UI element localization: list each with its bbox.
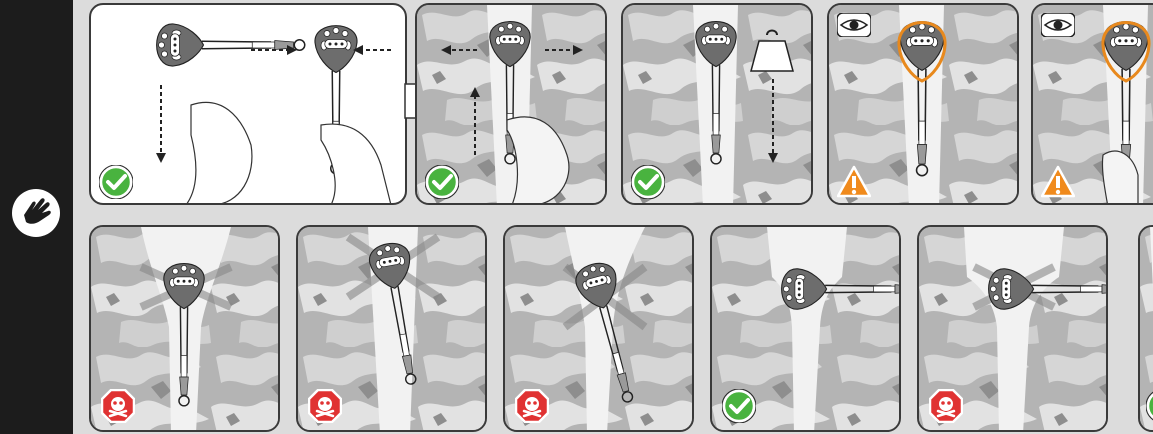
arrow-left-icon [353,45,391,55]
panel-4 [827,3,1019,205]
sidebar [0,0,73,434]
hand-icon [12,189,60,237]
panel-11 [1138,225,1153,432]
eye-icon [1041,13,1075,37]
check-icon [99,165,133,199]
device-retracted [157,24,305,66]
danger-icon [929,389,963,423]
row-incorrect-placement [73,215,1153,434]
panel-5 [1031,3,1153,205]
panel-6 [89,225,280,432]
panel-10 [917,225,1108,432]
panel-3 [621,3,813,205]
hand-icon [186,102,252,205]
warning-icon [1041,165,1075,199]
panel-9 [710,225,901,432]
warning-icon [837,165,871,199]
danger-icon [308,389,342,423]
arrow-down-icon [156,85,166,163]
eye-icon [837,13,871,37]
danger-icon [101,389,135,423]
row-correct-placement [73,0,1153,215]
check-icon [425,165,459,199]
panel-2 [415,3,607,205]
check-icon [631,165,665,199]
panel-1 [89,3,407,205]
panel-7 [296,225,487,432]
check-icon [722,389,756,423]
panel-8 [503,225,694,432]
check-icon [1146,389,1153,423]
danger-icon [515,389,549,423]
